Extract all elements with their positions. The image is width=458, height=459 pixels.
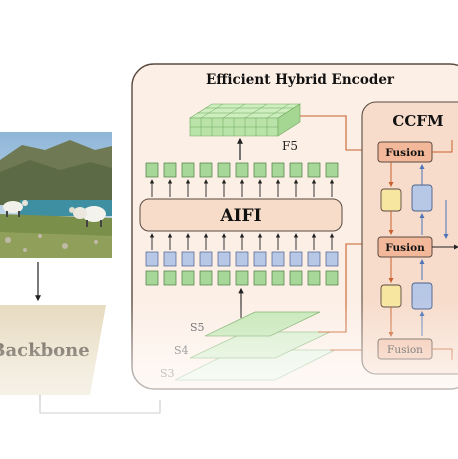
position-token-row — [145, 251, 339, 267]
fusion-top-label: Fusion — [385, 147, 425, 159]
output-token-row — [145, 162, 339, 178]
ccfm-blue-box-lower — [411, 282, 433, 310]
backbone-label: Backbone — [0, 340, 90, 361]
fusion-block-bottom: Fusion — [377, 338, 433, 360]
f5-label: F5 — [282, 139, 298, 153]
fusion-middle-label: Fusion — [385, 242, 425, 254]
aifi-input-arrows — [149, 233, 335, 250]
ccfm-title: CCFM — [392, 112, 443, 130]
ccfm-yellow-box-upper — [380, 188, 402, 212]
sheep-right — [69, 206, 106, 227]
backbone-to-encoder-line — [39, 395, 161, 414]
input-image — [0, 132, 112, 258]
sheep-left — [3, 200, 28, 217]
aifi-block: AIFI — [139, 198, 343, 232]
f5-feature-grid: F5 — [188, 103, 302, 153]
s4-label: S4 — [174, 344, 189, 357]
ccfm-blue-box-upper — [411, 184, 433, 212]
s5-label: S5 — [190, 321, 205, 334]
encoder-title: Efficient Hybrid Encoder — [206, 72, 395, 88]
backbone-block: Backbone — [0, 305, 106, 395]
s3-label: S3 — [160, 367, 175, 380]
fusion-block-middle: Fusion — [377, 236, 433, 258]
aifi-output-arrows — [149, 179, 335, 197]
aifi-label: AIFI — [219, 206, 261, 226]
input-token-row — [145, 270, 339, 286]
ccfm-yellow-box-lower — [380, 284, 402, 308]
fusion-block-top: Fusion — [377, 141, 433, 163]
fusion-bottom-label: Fusion — [387, 344, 423, 356]
